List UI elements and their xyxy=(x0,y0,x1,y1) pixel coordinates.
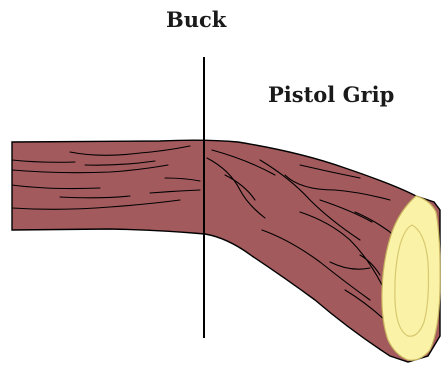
log-body xyxy=(12,140,440,362)
